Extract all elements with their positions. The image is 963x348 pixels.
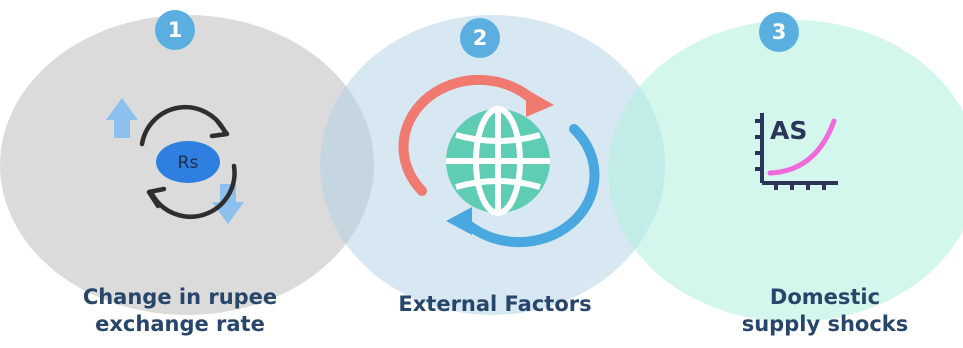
globe-icon bbox=[398, 74, 600, 248]
supply-curve-label: AS bbox=[770, 116, 807, 145]
number-badge-2: 2 bbox=[460, 18, 500, 58]
factor-label-2-line1: External Factors bbox=[398, 292, 592, 316]
supply-curve-icon: AS bbox=[750, 105, 845, 195]
factor-label-3-line1: Domestic bbox=[769, 285, 881, 309]
factor-label-1-line1: Change in rupee bbox=[82, 285, 278, 309]
number-badge-3: 3 bbox=[759, 12, 799, 52]
factor-label-3: Domestic supply shocks bbox=[700, 284, 950, 338]
factor-label-3-line2: supply shocks bbox=[741, 312, 909, 336]
number-badge-1: 1 bbox=[155, 10, 195, 50]
rupee-text: Rs bbox=[178, 153, 199, 173]
rupee-exchange-icon: Rs bbox=[100, 92, 265, 227]
factor-label-2: External Factors bbox=[360, 291, 630, 318]
factor-label-1: Change in rupee exchange rate bbox=[40, 284, 320, 338]
factor-label-1-line2: exchange rate bbox=[95, 312, 265, 336]
